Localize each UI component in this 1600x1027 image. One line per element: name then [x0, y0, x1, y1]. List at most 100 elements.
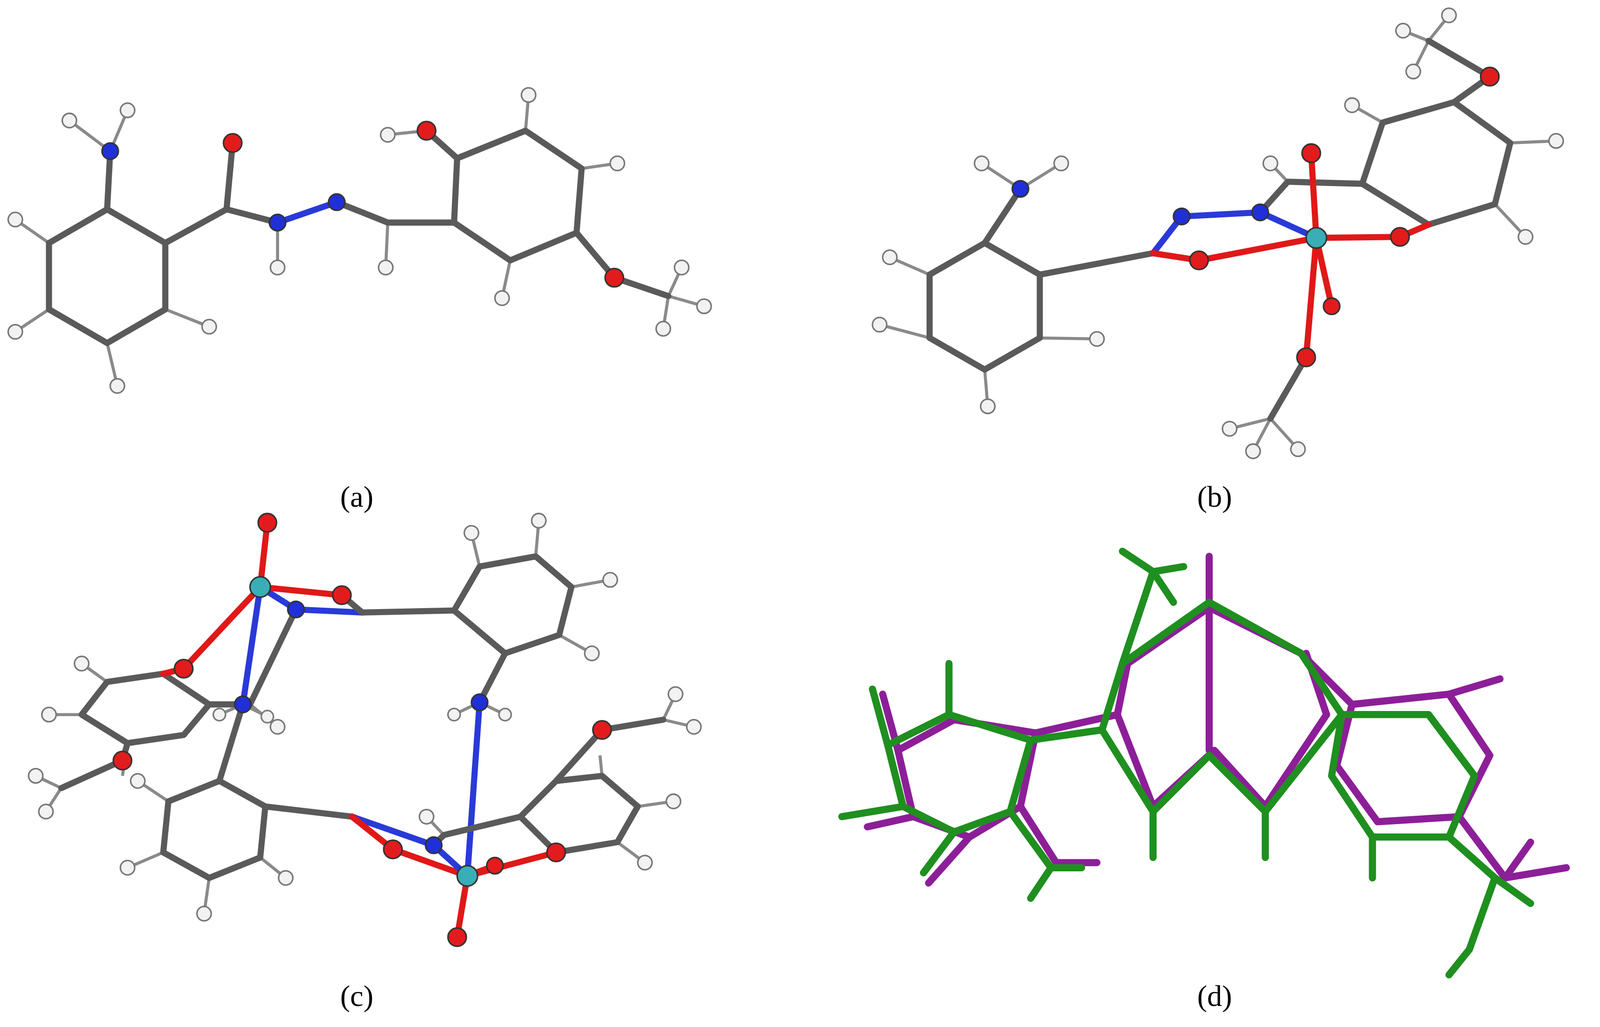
- structure-part: [448, 708, 461, 721]
- structure-part: [35, 520, 694, 914]
- structure-part: [226, 142, 233, 210]
- structure-part: [1030, 867, 1052, 899]
- structure-part: [467, 851, 557, 876]
- structure-part: [576, 232, 669, 296]
- structure-part: [223, 133, 242, 152]
- structure-part: [1012, 180, 1029, 198]
- structure-part: [269, 214, 286, 231]
- structure-part: [1222, 421, 1237, 436]
- structure-part: [120, 103, 136, 118]
- structure-part: [110, 378, 125, 393]
- structure-part: [1428, 40, 1490, 102]
- structure-part: [42, 707, 57, 722]
- structure-part: [250, 576, 271, 598]
- structure-part: [1117, 714, 1327, 807]
- structure-part: [196, 906, 212, 921]
- structure-part: [74, 656, 89, 671]
- structure-part: [1122, 550, 1154, 572]
- structure-part: [101, 142, 119, 160]
- structure-part: [1449, 678, 1500, 694]
- structure-part: [521, 87, 536, 103]
- dimer-structure: [28, 513, 701, 947]
- structure-part: [486, 857, 504, 874]
- structure-part: [1054, 156, 1069, 171]
- structure-part: [1331, 714, 1475, 837]
- structure-part: [668, 686, 683, 702]
- panel-label: (d): [1197, 979, 1233, 1013]
- structure-part: [1390, 227, 1409, 246]
- structure-part: [15, 94, 705, 386]
- structure-part: [1518, 229, 1533, 244]
- structure-part: [605, 268, 624, 287]
- structure-part: [1251, 204, 1269, 221]
- structure-part: [1153, 571, 1174, 603]
- structure-part: [1101, 714, 1342, 812]
- structure-part: [531, 513, 547, 529]
- structure-part: [383, 839, 402, 858]
- structure-part: [1449, 949, 1470, 975]
- structure-part: [295, 609, 363, 613]
- structure-part: [1261, 811, 1269, 858]
- structure-part: [546, 842, 565, 862]
- structure-part: [879, 15, 1557, 451]
- structure-part: [163, 780, 265, 878]
- structure-part: [584, 645, 600, 661]
- structure-part: [165, 209, 278, 243]
- structure-part: [1306, 237, 1317, 358]
- structure-part: [1010, 811, 1082, 868]
- structure-part: [696, 299, 712, 314]
- structure-part: [1316, 236, 1400, 238]
- structure-part: [362, 610, 455, 613]
- structure-part: [1245, 443, 1261, 459]
- structure-part: [1205, 607, 1213, 750]
- structure-part: [1449, 836, 1495, 950]
- structure-part: [1311, 153, 1317, 238]
- structure-part: [980, 399, 996, 414]
- structure-part: [1494, 877, 1531, 904]
- structure-part: [556, 719, 664, 781]
- structure-part: [28, 768, 43, 783]
- structure-part: [265, 806, 353, 817]
- structure-part: [328, 193, 345, 211]
- structure-part: [610, 156, 625, 171]
- structure-part: [270, 260, 286, 275]
- structure-part: [686, 719, 702, 735]
- structure-part: [499, 708, 512, 721]
- structure-part: [7, 212, 23, 227]
- structure-part: [1173, 208, 1190, 225]
- structure-part: [457, 865, 478, 886]
- structure-part: [1270, 357, 1307, 419]
- structure-part: [984, 188, 1021, 243]
- structure-part: [1344, 98, 1360, 113]
- structure-part: [417, 121, 436, 140]
- structure-part: [209, 609, 297, 705]
- structure-part: [201, 319, 217, 335]
- structure-part: [471, 693, 488, 711]
- structure-part: [1199, 237, 1317, 261]
- structure-part: [1189, 250, 1208, 270]
- structure-part: [454, 130, 582, 261]
- structure-part: [7, 324, 23, 340]
- structure-part: [1301, 143, 1321, 163]
- structure-part: [49, 209, 166, 343]
- panel-label: (a): [340, 480, 374, 514]
- structure-part: [378, 260, 393, 275]
- structure-part: [28, 513, 701, 921]
- structure-part: [929, 242, 1040, 370]
- structure-part: [234, 695, 251, 713]
- structure-part: [656, 321, 671, 336]
- structure-part: [882, 250, 898, 265]
- structure-part: [380, 127, 396, 143]
- structure-part: [113, 750, 132, 770]
- structure-part: [257, 513, 277, 532]
- structure-part: [174, 659, 193, 678]
- structure-part: [872, 688, 888, 745]
- structure-part: [1368, 836, 1376, 878]
- structure-part: [213, 708, 226, 721]
- structure-part: [120, 860, 136, 875]
- structure-part: [464, 525, 479, 541]
- structure-part: [1442, 8, 1457, 23]
- structure-part: [637, 855, 653, 870]
- panel-label: (b): [1197, 480, 1233, 514]
